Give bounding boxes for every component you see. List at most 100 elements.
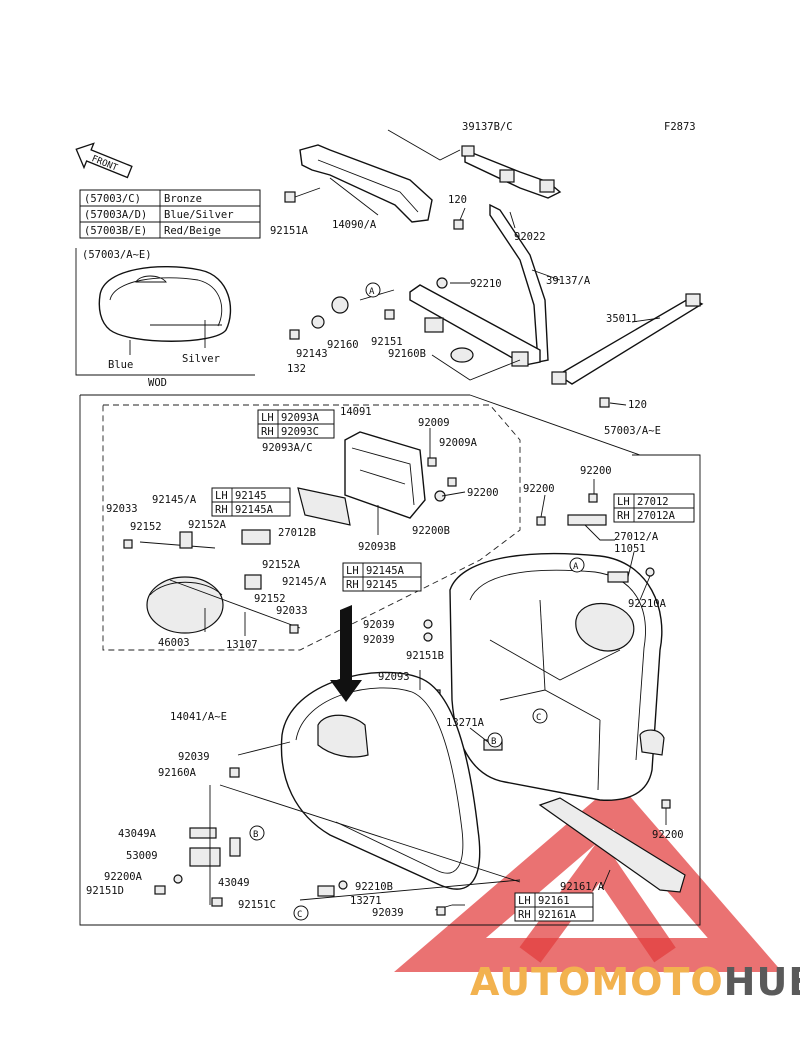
part-label: 13271 — [350, 895, 382, 907]
part-label: 92143 — [296, 348, 328, 360]
color-name: Red/Beige — [164, 225, 221, 237]
part-label: 92033 — [106, 503, 138, 515]
bracket-part — [297, 428, 466, 535]
part-label: 92039 — [178, 751, 210, 763]
part-label: 92009A — [439, 437, 478, 449]
side-label: RH — [518, 909, 531, 921]
part-label: 39137B/C — [462, 121, 513, 133]
part-label: 92145/A — [152, 494, 197, 506]
part-label: 13271A — [446, 717, 485, 729]
part-label: 46003 — [158, 637, 190, 649]
brand-wordmark: AUTOMOTOHUB — [470, 960, 800, 1004]
callout-b: B — [491, 737, 496, 747]
part-label: 92145/A — [282, 576, 327, 588]
part-label: 92200 — [652, 829, 684, 841]
part-label: 92093A/C — [262, 442, 313, 454]
part-label: 92160B — [388, 348, 426, 360]
part-label: 92039 — [372, 907, 404, 919]
part-label: 92200 — [467, 487, 499, 499]
callout-a: A — [573, 562, 579, 572]
part-label: 57003/A~E — [604, 425, 661, 437]
latch-parts — [123, 529, 301, 636]
part-label: 92200A — [104, 871, 143, 883]
part-number: 27012 — [637, 496, 669, 508]
part-label: 92152 — [254, 593, 286, 605]
part-number: 92093A — [281, 412, 320, 424]
callout-b: B — [253, 830, 258, 840]
side-label: LH — [346, 565, 359, 577]
down-arrow-icon — [330, 605, 362, 702]
inset-title: (57003/A~E) — [82, 249, 152, 261]
part-label: 92009 — [418, 417, 450, 429]
part-number: 92145A — [366, 565, 405, 577]
part-label: 120 — [628, 399, 647, 411]
part-label: 35011 — [606, 313, 638, 325]
lh-rh-table: LH 92093A RH 92093C — [257, 409, 335, 439]
part-number: 92161A — [538, 909, 577, 921]
callout-c: C — [297, 910, 302, 920]
side-label: LH — [617, 496, 630, 508]
part-label: 14091 — [340, 406, 372, 418]
part-number: 92145A — [235, 504, 274, 516]
part-label: 92152A — [262, 559, 301, 571]
part-label: 92151D — [86, 885, 124, 897]
part-label: 92033 — [276, 605, 308, 617]
brand-part-1: AUTOMOTO — [470, 960, 724, 1004]
side-label: RH — [215, 504, 228, 516]
part-label: 43049A — [118, 828, 157, 840]
inset-blue-label: Blue — [108, 359, 133, 371]
part-label: 120 — [448, 194, 467, 206]
part-label: 92161/A — [560, 881, 605, 893]
part-label: 92022 — [514, 231, 546, 243]
side-label: LH — [261, 412, 274, 424]
part-number: 92145 — [235, 490, 267, 502]
part-label: 132 — [287, 363, 306, 375]
lh-rh-table: LH 92161 RH 92161A — [514, 892, 594, 922]
part-label: 53009 — [126, 850, 158, 862]
part-number: 27012A — [637, 510, 676, 522]
part-label: 43049 — [218, 877, 250, 889]
front-arrow-icon: FRONT — [75, 142, 133, 179]
callout-a: A — [369, 287, 375, 297]
lh-rh-table: LH 92145 RH 92145A — [211, 487, 291, 517]
part-label: 92093 — [378, 671, 410, 683]
color-code: (57003/C) — [84, 193, 141, 205]
saddlebag-shell — [423, 479, 686, 893]
part-label: 92151C — [238, 899, 276, 911]
brand-part-2: HUB — [723, 960, 800, 1004]
part-number: 92093C — [281, 426, 319, 438]
part-label: 92200 — [523, 483, 555, 495]
inset-lid-view: (57003/A~E) Blue Silver WOD — [75, 248, 255, 389]
part-label: 92039 — [363, 634, 395, 646]
lh-rh-table: LH 27012 RH 27012A — [613, 493, 695, 523]
part-label: 92200 — [580, 465, 612, 477]
part-label: 92151A — [270, 225, 309, 237]
part-label: 14090/A — [332, 219, 377, 231]
lower-assembly-frame — [79, 394, 701, 926]
part-label: 13107 — [226, 639, 258, 651]
part-label: 92210A — [628, 598, 667, 610]
side-label: RH — [261, 426, 274, 438]
part-label: 92152A — [188, 519, 227, 531]
part-label: 14041/A~E — [170, 711, 227, 723]
part-labels: 39137B/C 14090/A 92151A 120 92022 92210 … — [86, 121, 684, 919]
part-label: 92160A — [158, 767, 197, 779]
lid-part — [229, 670, 521, 911]
part-label: 11051 — [614, 543, 646, 555]
part-label: 92210 — [470, 278, 502, 290]
color-code: (57003A/D) — [84, 209, 147, 221]
inset-caption: WOD — [148, 377, 167, 389]
part-label: 92151B — [406, 650, 444, 662]
side-label: LH — [215, 490, 228, 502]
color-name: Bronze — [164, 193, 202, 205]
side-label: LH — [518, 895, 531, 907]
figure-code: F2873 — [664, 121, 696, 133]
color-name: Blue/Silver — [164, 209, 234, 221]
color-table: (57003/C) Bronze (57003A/D) Blue/Silver … — [79, 189, 261, 239]
part-label: 92152 — [130, 521, 162, 533]
upper-frame-parts — [284, 129, 704, 408]
color-code: (57003B/E) — [84, 225, 147, 237]
side-label: RH — [617, 510, 630, 522]
part-label: 92151 — [371, 336, 403, 348]
